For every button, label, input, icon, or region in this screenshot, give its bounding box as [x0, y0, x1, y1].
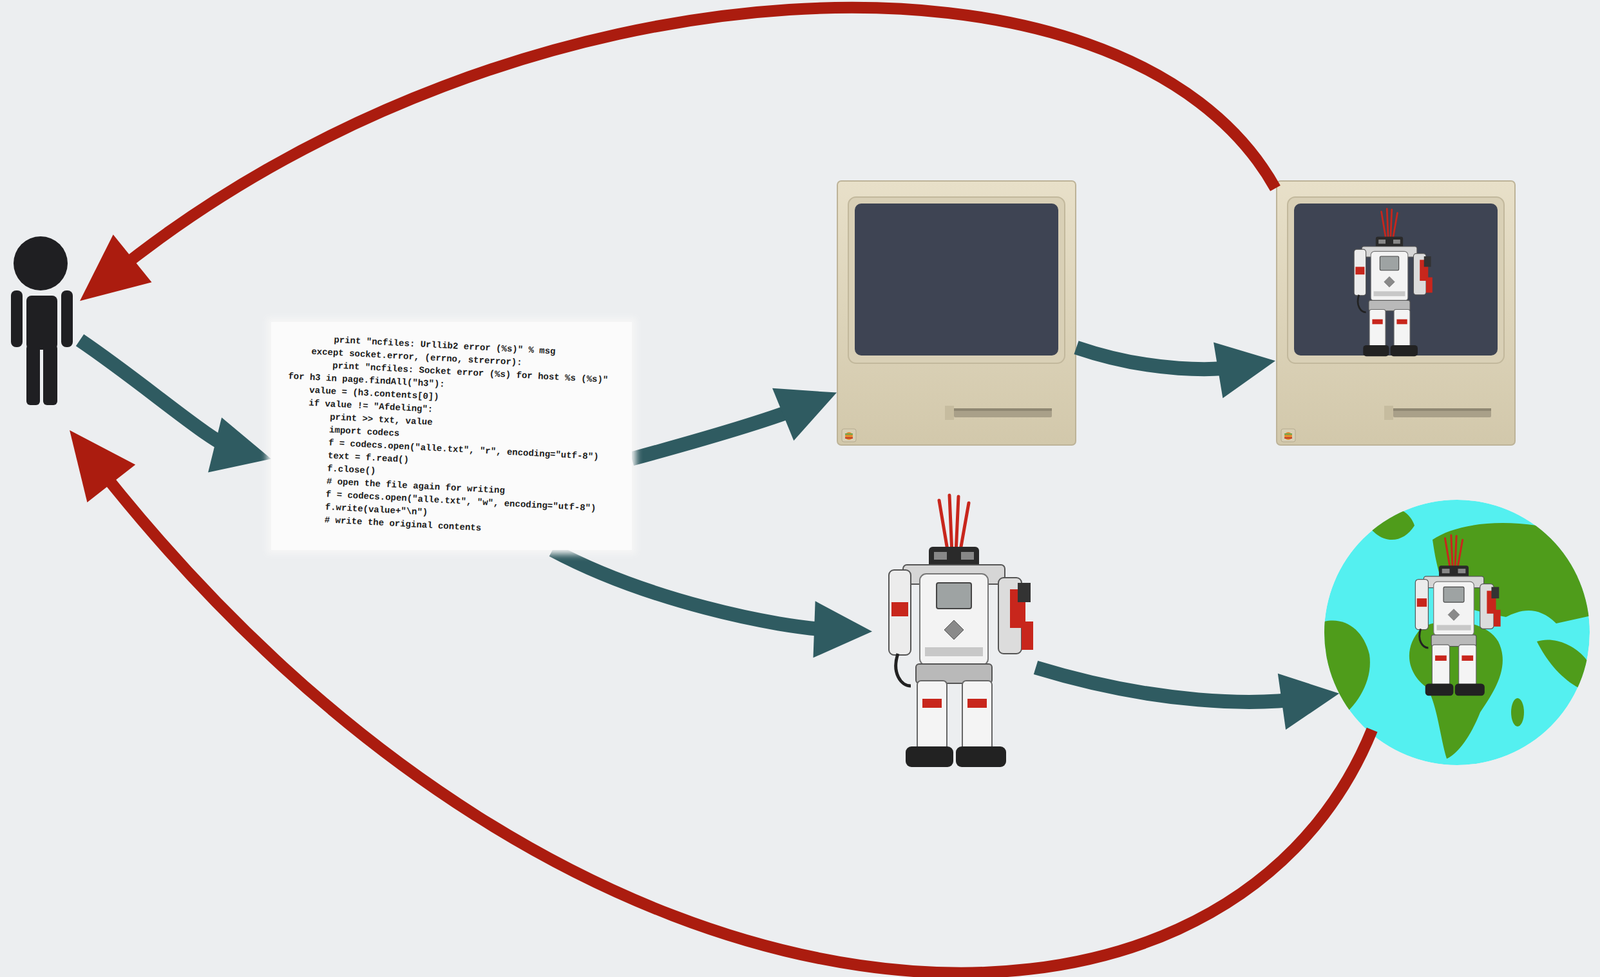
- arrow-head: [1277, 673, 1340, 730]
- flow-arrow: [79, 7, 1276, 301]
- arrow-line: [1035, 667, 1305, 703]
- robot-on-globe: [1415, 535, 1501, 696]
- arrow-head: [772, 388, 837, 441]
- arrow-head: [79, 234, 152, 301]
- flow-arrow: [69, 430, 1372, 974]
- computer-with-robot-icon: [1275, 180, 1517, 446]
- computer-figure: [837, 180, 1076, 446]
- arrow-head: [208, 417, 272, 473]
- code-listing: print "ncfiles: Urllib2 error (%s)" % ms…: [271, 322, 632, 551]
- person-figure: [10, 236, 73, 406]
- flow-arrow: [1076, 342, 1276, 399]
- arrow-line: [631, 405, 805, 459]
- robot-icon: [872, 492, 1036, 771]
- globe-icon: [1324, 499, 1590, 766]
- flow-arrow: [631, 388, 837, 460]
- arrow-line: [79, 340, 238, 451]
- flow-arrow: [1035, 667, 1340, 730]
- code-line: # write the original contents: [280, 511, 601, 542]
- arrow-head: [69, 430, 136, 503]
- arrow-line: [111, 7, 1276, 276]
- arrow-line: [552, 550, 838, 631]
- computer-figure: [1276, 180, 1515, 446]
- robot-on-screen: [1353, 208, 1433, 357]
- globe-figure: [1321, 499, 1591, 766]
- computer-icon: [836, 180, 1077, 446]
- code-text: print "ncfiles: Urllib2 error (%s)" % ms…: [280, 331, 610, 542]
- arrow-head: [812, 600, 873, 658]
- robot-figure: [888, 495, 1034, 768]
- arrow-head: [1213, 342, 1276, 399]
- flow-arrow: [552, 550, 873, 658]
- person-icon: [11, 234, 80, 431]
